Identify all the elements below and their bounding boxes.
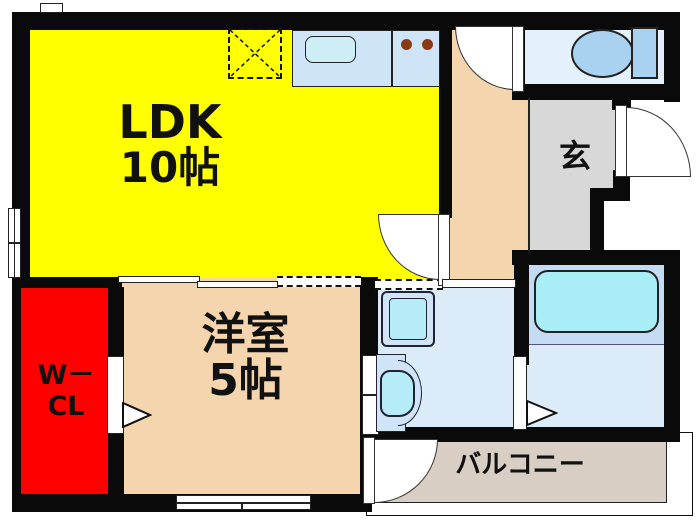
walk-in-closet-label: W－ CL	[25, 360, 107, 422]
wall	[600, 188, 630, 201]
door-swing-entrance	[626, 107, 691, 177]
closet-door-gap	[107, 356, 124, 434]
door-leaf-ldk	[438, 214, 450, 286]
wall	[12, 277, 122, 288]
ldk-size: 10帖	[119, 143, 221, 193]
room-walk-in-closet	[18, 285, 112, 500]
door-leaf-entrance	[615, 105, 627, 177]
wall	[514, 265, 529, 365]
stove-burner-icon	[422, 39, 433, 50]
wall	[12, 12, 680, 30]
sliding-door-panel	[442, 279, 516, 288]
refrigerator-space	[228, 28, 282, 79]
kitchen-counter-divider	[391, 30, 393, 87]
sliding-door-panel	[118, 276, 200, 283]
western-room-name: 洋室	[201, 309, 290, 360]
room-entrance-narrow	[527, 194, 602, 254]
bath-door-gap	[513, 356, 527, 430]
washing-machine-drum	[389, 298, 427, 340]
wcl-line2: CL	[47, 391, 85, 423]
open-partition	[375, 279, 443, 290]
wall	[664, 12, 680, 102]
door-leaf-balcony	[363, 437, 375, 504]
room-western	[110, 278, 378, 500]
wall	[439, 20, 452, 218]
bathroom-floor	[525, 344, 667, 433]
door-direction-triangle	[526, 400, 558, 426]
wash-basin-icon	[380, 370, 415, 417]
wall	[360, 427, 680, 442]
wall	[590, 188, 604, 254]
wall-notch	[40, 3, 63, 13]
ldk-label: LDK 10帖	[65, 98, 275, 190]
wcl-line1: W－	[37, 360, 95, 391]
bathtub-icon	[534, 270, 659, 333]
entrance-step-line	[528, 98, 530, 252]
window	[8, 208, 21, 279]
window	[176, 495, 311, 510]
toilet-bowl-icon	[571, 29, 634, 78]
sliding-door-panel	[197, 281, 278, 288]
ldk-name: LDK	[118, 95, 222, 149]
western-room-label: 洋室 5帖	[128, 309, 363, 407]
stove-burner-icon	[401, 39, 412, 50]
kitchen-sink	[305, 36, 356, 63]
toilet-tank-icon	[631, 27, 658, 79]
balcony-label: バルコニー	[455, 450, 585, 480]
western-room-size: 5帖	[208, 355, 283, 407]
entrance-label: 玄	[558, 137, 591, 175]
wall	[612, 84, 631, 110]
door-leaf-toilet	[512, 26, 524, 92]
wall	[512, 84, 680, 100]
wall	[664, 258, 680, 434]
wall	[512, 250, 680, 265]
open-partition	[277, 276, 361, 287]
door-direction-triangle	[122, 402, 152, 428]
room-entrance-wide	[527, 98, 617, 198]
wall	[12, 288, 21, 512]
